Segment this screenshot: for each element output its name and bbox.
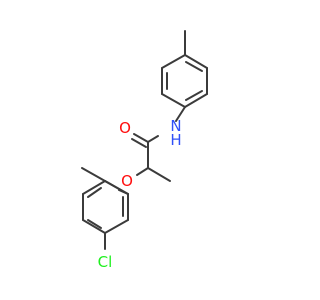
ring-bond	[184, 93, 208, 108]
aromatic-inner-bond	[185, 61, 203, 72]
alpha-ether-bond	[136, 167, 149, 176]
chlorine-label: Cl	[98, 253, 113, 271]
p-tolyl-ring	[161, 30, 208, 108]
carbonyl-oxygen-label: O	[119, 119, 131, 137]
ring-bond	[82, 219, 106, 234]
molecule-structure-drawing: O N H O Cl	[81, 30, 208, 271]
ring-bond	[104, 180, 129, 195]
ring-methyl-bond	[81, 167, 106, 182]
ring-bond	[104, 219, 129, 234]
amide-hydrogen-label: H	[170, 131, 181, 149]
ring-bond	[161, 54, 186, 69]
carbonyl-double-bond	[133, 133, 149, 143]
carbonyl-double-bond	[131, 138, 147, 148]
ring-bond	[184, 54, 208, 69]
ring-bond	[161, 93, 186, 108]
molecule-canvas: O N H O Cl	[81, 30, 208, 271]
ring-bond	[82, 180, 106, 195]
alpha-methyl-bond	[147, 167, 171, 182]
aryl-nitrogen-bond	[175, 106, 186, 122]
nitrogen-carbonyl-bond	[147, 135, 159, 143]
ether-oxygen-label: O	[121, 172, 133, 190]
amide-nitrogen-label: N	[170, 117, 181, 135]
aromatic-inner-bond	[185, 90, 203, 101]
aromatic-inner-bond	[87, 219, 102, 229]
aromatic-inner-bond	[87, 187, 102, 198]
chloromethylphenyl-ring	[81, 167, 129, 250]
